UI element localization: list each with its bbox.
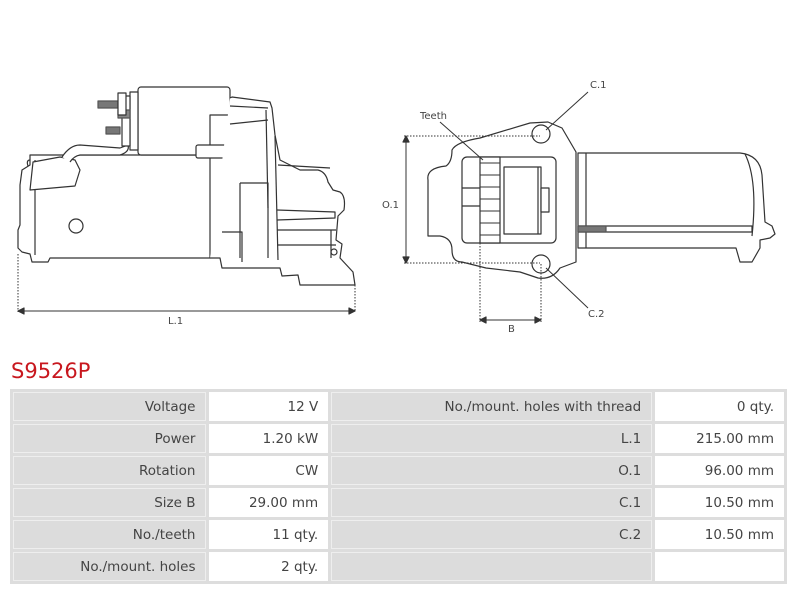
spec-value: 215.00 mm xyxy=(655,424,784,453)
c1-leader xyxy=(545,91,589,131)
spec-label: C.1 xyxy=(331,488,653,517)
dimension-l1 xyxy=(17,254,356,315)
spec-value: 12 V xyxy=(209,392,329,421)
spec-value: CW xyxy=(209,456,329,485)
part-number-title: S9526P xyxy=(11,359,91,383)
spec-label: O.1 xyxy=(331,456,653,485)
spec-value: 1.20 kW xyxy=(209,424,329,453)
spec-value: 0 qty. xyxy=(655,392,784,421)
spec-label: No./mount. holes xyxy=(13,552,207,581)
table-row: No./teeth 11 qty. C.2 10.50 mm xyxy=(13,520,784,549)
spec-value: 29.00 mm xyxy=(209,488,329,517)
teeth-leader xyxy=(439,121,484,161)
label-o1: O.1 xyxy=(382,200,399,211)
spec-label: C.2 xyxy=(331,520,653,549)
table-row: Power 1.20 kW L.1 215.00 mm xyxy=(13,424,784,453)
table-row: No./mount. holes 2 qty. xyxy=(13,552,784,581)
starter-motor-diagram: L.1 O.1 Teeth C.1 C.2 B xyxy=(17,80,776,335)
spec-label: Size B xyxy=(13,488,207,517)
table-row: Rotation CW O.1 96.00 mm xyxy=(13,456,784,485)
dimension-o1 xyxy=(402,135,540,264)
label-c2: C.2 xyxy=(588,309,605,320)
spec-label xyxy=(331,552,653,581)
spec-label: No./teeth xyxy=(13,520,207,549)
spec-label: Rotation xyxy=(13,456,207,485)
table-row: Size B 29.00 mm C.1 10.50 mm xyxy=(13,488,784,517)
dimension-b xyxy=(479,243,542,324)
side-view-drawing xyxy=(17,86,356,286)
spec-value xyxy=(655,552,784,581)
spec-value: 11 qty. xyxy=(209,520,329,549)
table-row: Voltage 12 V No./mount. holes with threa… xyxy=(13,392,784,421)
spec-label: Power xyxy=(13,424,207,453)
spec-label: Voltage xyxy=(13,392,207,421)
spec-label: L.1 xyxy=(331,424,653,453)
spec-label: No./mount. holes with thread xyxy=(331,392,653,421)
c2-leader xyxy=(545,267,589,309)
front-view-drawing xyxy=(427,121,776,279)
label-l1: L.1 xyxy=(168,316,183,327)
label-c1: C.1 xyxy=(590,80,607,91)
spec-value: 10.50 mm xyxy=(655,520,784,549)
spec-value: 96.00 mm xyxy=(655,456,784,485)
spec-value: 10.50 mm xyxy=(655,488,784,517)
label-teeth: Teeth xyxy=(419,111,447,122)
label-b: B xyxy=(508,324,515,335)
spec-value: 2 qty. xyxy=(209,552,329,581)
specs-table: Voltage 12 V No./mount. holes with threa… xyxy=(10,389,787,584)
